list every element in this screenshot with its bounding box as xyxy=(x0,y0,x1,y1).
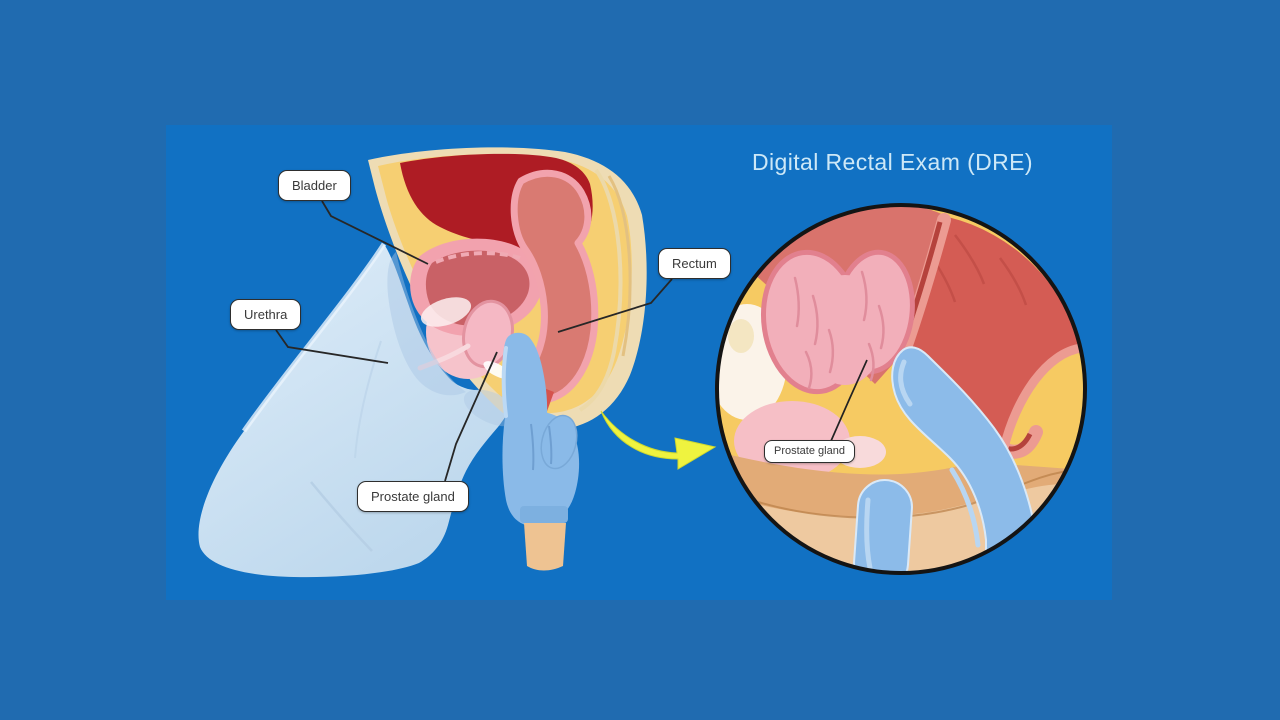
rectum-leader-line xyxy=(557,278,673,333)
label-rectum: Rectum xyxy=(658,248,731,279)
leader-lines xyxy=(275,200,673,482)
gloved-hand xyxy=(501,332,580,571)
glove-cuff xyxy=(520,506,568,523)
label-prostate-gland-zoom: Prostate gland xyxy=(764,440,855,463)
examining-finger-zoom xyxy=(891,346,1042,573)
prostate-texture-lines xyxy=(793,270,885,390)
zoom-arrow-icon xyxy=(600,410,717,470)
urethra-line xyxy=(417,343,471,371)
magnifier-ring xyxy=(715,203,1087,575)
wrist-skin xyxy=(524,523,566,571)
prostate-leader-line xyxy=(444,351,498,482)
urethra-leader-line xyxy=(275,329,389,364)
pelvis-cross-section xyxy=(368,147,647,431)
label-prostate-gland: Prostate gland xyxy=(357,481,469,512)
diagram-title: Digital Rectal Exam (DRE) xyxy=(752,149,1033,175)
magnified-view xyxy=(717,205,1085,573)
label-urethra: Urethra xyxy=(230,299,302,330)
label-bladder: Bladder xyxy=(278,170,351,201)
bladder-leader-line xyxy=(321,200,429,265)
